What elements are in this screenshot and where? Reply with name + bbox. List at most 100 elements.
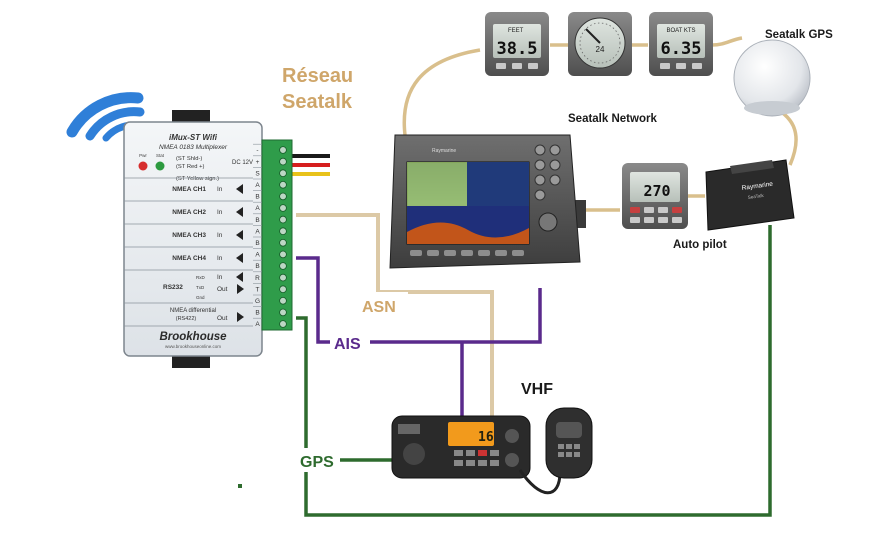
terminal-label: S — [255, 170, 260, 177]
autopilot-computer: Raymarine SeaTalk — [706, 160, 794, 230]
nmea-channel-label: NMEA CH4 — [172, 255, 206, 262]
chartplotter: Raymarine — [390, 135, 586, 268]
plotter-key — [535, 145, 545, 155]
terminal-screw — [280, 158, 287, 165]
terminal-screw — [280, 205, 287, 212]
terminal-screw — [280, 228, 287, 235]
terminal-screw — [280, 309, 287, 316]
pwr-led-label: Pwr — [139, 153, 147, 158]
plotter-softkey — [444, 250, 456, 256]
wind-instrument: 24 — [568, 12, 632, 76]
terminal-label: G — [255, 298, 260, 305]
asn-label: ASN — [362, 299, 396, 316]
plotter-key — [550, 175, 560, 185]
terminal-label: A — [255, 321, 260, 328]
reseau-label-line2: Seatalk — [282, 91, 353, 113]
differential-line2: (RS422) — [176, 316, 197, 322]
terminal-label: R — [255, 275, 260, 282]
nmea-channel-dir: In — [217, 209, 223, 216]
terminal-label: - — [256, 147, 258, 154]
rs232-label: RS232 — [163, 284, 183, 291]
plotter-trackpad — [539, 213, 557, 231]
terminal-label: B — [255, 240, 259, 247]
terminal-label: + — [256, 159, 260, 166]
terminal-label: A — [255, 205, 260, 212]
autopilot-value: 270 — [643, 182, 670, 200]
seatalk-line-1: (ST Shld-) — [176, 156, 202, 162]
plotter-brand: Raymarine — [432, 148, 456, 154]
stat-led-label: Stat — [156, 153, 165, 158]
brand-label: Brookhouse — [159, 331, 227, 343]
pwr-led — [139, 162, 148, 171]
brand-url: www.brookhouseonline.com — [165, 344, 221, 349]
terminal-label: B — [255, 194, 259, 201]
seatalk-line-2: (ST Red +) — [176, 164, 204, 170]
vhf-radio: 16 — [392, 408, 592, 493]
terminal-label: A — [255, 252, 260, 259]
seatalk-wire-inst-gps — [712, 38, 742, 45]
terminal-label: B — [255, 217, 259, 224]
terminal-screw — [280, 321, 287, 328]
speed-unit: BOAT KTS — [666, 28, 695, 34]
plotter-softkey — [427, 250, 439, 256]
depth-unit: FEET — [508, 28, 524, 34]
green-dot — [238, 484, 242, 488]
gnd-label: Gnd — [196, 295, 205, 300]
differential-out: Out — [217, 315, 228, 322]
ais-wire-mux — [296, 258, 540, 342]
seatalk-gps-label: Seatalk GPS — [765, 29, 833, 41]
nmea-channel-dir: In — [217, 232, 223, 239]
plotter-key — [550, 160, 560, 170]
vhf-channel: 16 — [478, 430, 494, 445]
depth-value: 38.5 — [497, 39, 538, 59]
terminal-screw — [280, 251, 287, 258]
depth-instrument: FEET 38.5 — [485, 12, 549, 76]
autopilot-control-head: 270 — [622, 163, 688, 229]
auto-pilot-label: Auto pilot — [673, 239, 727, 251]
nmea-channel-dir: In — [217, 186, 223, 193]
wind-value: 24 — [596, 45, 605, 54]
terminal-label: A — [255, 228, 260, 235]
seatalk-line-3: (ST Yellow sign.) — [176, 176, 219, 182]
rxd-label: RxD — [196, 275, 205, 280]
mux-subtitle: NMEA 0183 Multiplexer — [159, 144, 228, 151]
seatalk-wire-plotter-top — [404, 50, 480, 135]
seatalk-gps-dome — [734, 40, 810, 116]
differential-line1: NMEA differential — [170, 308, 216, 314]
terminal-screw — [280, 286, 287, 293]
plotter-softkey — [512, 250, 524, 256]
terminal-screw — [280, 239, 287, 246]
nmea-channel-label: NMEA CH3 — [172, 232, 206, 239]
rs232-in: In — [217, 274, 223, 281]
nmea-channel-dir: In — [217, 255, 223, 262]
txd-label: TxD — [196, 285, 205, 290]
stat-led — [156, 162, 165, 171]
plotter-key — [550, 145, 560, 155]
gps-label: GPS — [300, 454, 334, 471]
plotter-key — [535, 190, 545, 200]
reseau-label-line1: Réseau — [282, 65, 353, 87]
terminal-screw — [280, 170, 287, 177]
terminal-label: A — [255, 182, 260, 189]
dc-label: DC 12V — [232, 160, 253, 166]
plotter-softkey — [461, 250, 473, 256]
seatalk-network-label: Seatalk Network — [568, 113, 657, 125]
terminal-screw — [280, 274, 287, 281]
nmea-channel-label: NMEA CH1 — [172, 186, 206, 193]
terminal-screw — [280, 147, 287, 154]
speed-value: 6.35 — [661, 39, 702, 59]
gps-wire-loop — [296, 225, 770, 515]
speed-instrument: BOAT KTS 6.35 — [649, 12, 713, 76]
ais-label: AIS — [334, 336, 361, 353]
rs232-out: Out — [217, 286, 228, 293]
plotter-key — [535, 160, 545, 170]
terminal-label: B — [255, 310, 259, 317]
plotter-softkey — [478, 250, 490, 256]
vhf-label: VHF — [521, 381, 553, 398]
plotter-softkey — [410, 250, 422, 256]
terminal-screw — [280, 193, 287, 200]
terminal-label: T — [256, 286, 260, 293]
